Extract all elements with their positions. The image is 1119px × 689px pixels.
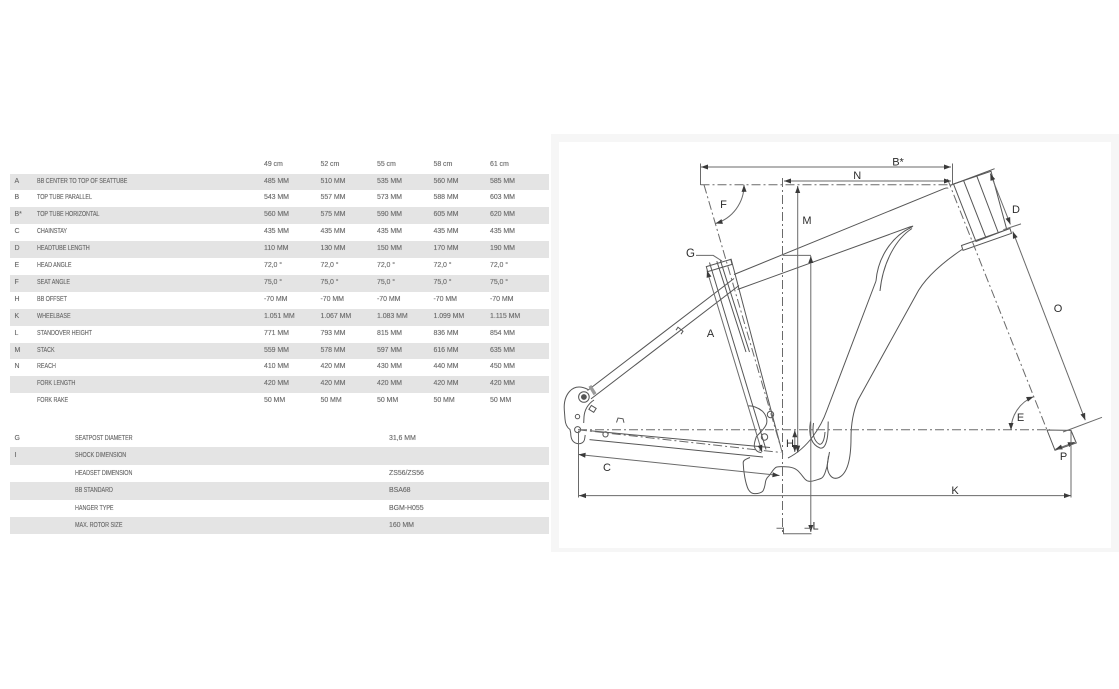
svg-text:A: A — [707, 328, 715, 340]
svg-text:D: D — [1012, 204, 1020, 216]
svg-text:C: C — [603, 462, 611, 474]
svg-text:N: N — [853, 170, 861, 182]
svg-text:G: G — [686, 248, 695, 260]
svg-text:E: E — [1017, 412, 1024, 424]
svg-text:O: O — [1054, 303, 1063, 315]
svg-text:K: K — [951, 485, 959, 497]
svg-text:L: L — [813, 521, 819, 533]
svg-text:M: M — [802, 215, 811, 227]
svg-text:B*: B* — [892, 157, 904, 169]
svg-text:H: H — [786, 438, 794, 450]
svg-text:P: P — [1060, 451, 1067, 463]
svg-text:F: F — [720, 199, 727, 211]
